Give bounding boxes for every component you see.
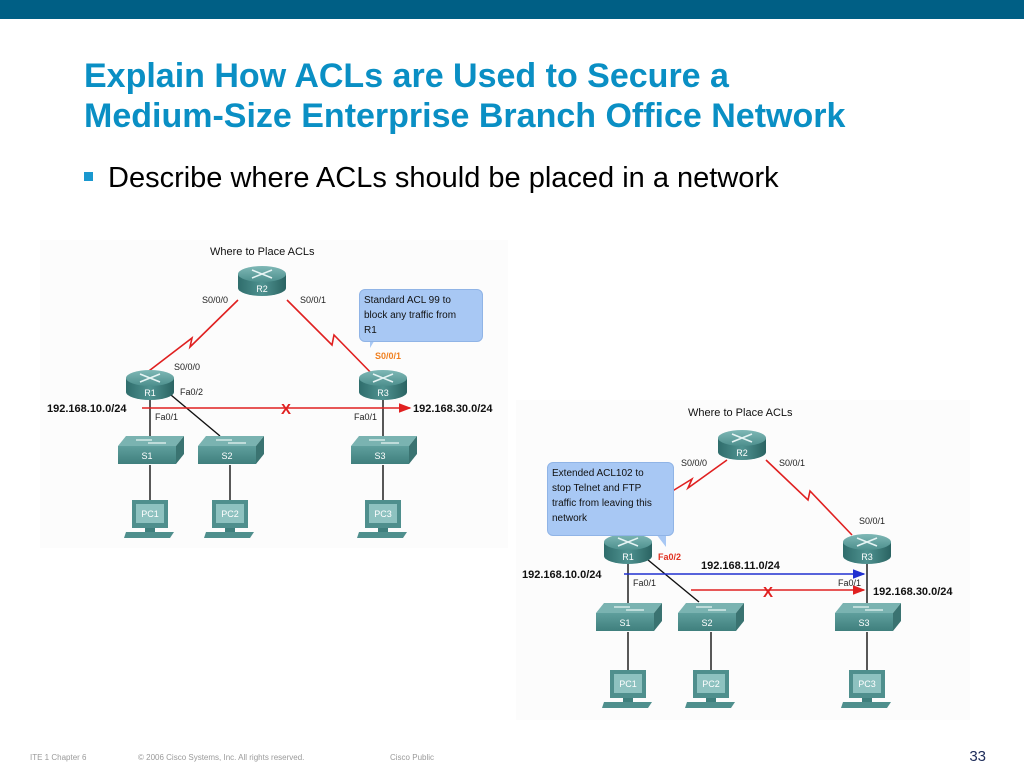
pc1-icon: PC1 — [124, 500, 174, 538]
port-label: S0/0/0 — [174, 362, 200, 372]
router-label: R3 — [861, 552, 873, 562]
footer-classification: Cisco Public — [390, 753, 435, 762]
top-banner — [0, 0, 1024, 19]
port-label: S0/0/0 — [202, 295, 228, 305]
diagram-standard-acl: Where to Place ACLs X R2 R1 — [40, 240, 508, 548]
router-label: R2 — [736, 448, 748, 458]
port-label: Fa0/2 — [180, 387, 203, 397]
router-r1-icon: R1 — [126, 370, 174, 400]
callout-extended-acl: Extended ACL102 to stop Telnet and FTP t… — [547, 462, 674, 536]
pc3-icon: PC3 — [841, 670, 891, 708]
bullet-text: Describe where ACLs should be placed in … — [108, 162, 779, 194]
switch-label: S2 — [221, 451, 232, 461]
serial-link-r2-r3 — [286, 299, 379, 381]
blocked-x-icon: X — [763, 584, 773, 601]
title-line-1: Explain How ACLs are Used to Secure a — [84, 57, 729, 95]
port-label: S0/0/1 — [300, 295, 326, 305]
footer-copyright: © 2006 Cisco Systems, Inc. All rights re… — [138, 753, 305, 762]
port-label: Fa0/1 — [354, 412, 377, 422]
switch-label: S1 — [141, 451, 152, 461]
network-label-allowed: 192.168.11.0/24 — [701, 560, 781, 572]
switch-s1-icon: S1 — [596, 603, 662, 631]
switch-s1-icon: S1 — [118, 436, 184, 464]
switch-s3-icon: S3 — [351, 436, 417, 464]
callout-line: Standard ACL 99 to — [364, 295, 451, 306]
serial-link-r1-r2 — [140, 299, 239, 378]
port-label: Fa0/1 — [838, 578, 861, 588]
title-line-2: Medium-Size Enterprise Branch Office Net… — [84, 97, 846, 135]
router-label: R2 — [256, 284, 268, 294]
diagram-title: Where to Place ACLs — [688, 407, 793, 419]
switch-s2-icon: S2 — [678, 603, 744, 631]
pc-label: PC3 — [858, 679, 876, 689]
callout-line: stop Telnet and FTP — [552, 483, 642, 494]
port-label: S0/0/1 — [859, 516, 885, 526]
pc-label: PC2 — [221, 509, 239, 519]
switch-label: S2 — [701, 618, 712, 628]
router-label: R3 — [377, 388, 389, 398]
router-r3-icon: R3 — [359, 370, 407, 400]
network-label-destination: 192.168.30.0/24 — [873, 586, 953, 598]
port-label: Fa0/1 — [155, 412, 178, 422]
router-r2-icon: R2 — [718, 430, 766, 460]
port-label-highlight: Fa0/2 — [658, 552, 681, 562]
callout-line: Extended ACL102 to — [552, 468, 644, 479]
pc-label: PC1 — [141, 509, 159, 519]
pc-label: PC2 — [702, 679, 720, 689]
network-label-source: 192.168.10.0/24 — [522, 569, 602, 581]
pc1-icon: PC1 — [602, 670, 652, 708]
pc2-icon: PC2 — [685, 670, 735, 708]
link-r1-s2 — [641, 554, 700, 603]
callout-standard-acl: Standard ACL 99 to block any traffic fro… — [359, 289, 483, 342]
switch-s3-icon: S3 — [835, 603, 901, 631]
link-r1-s2 — [164, 389, 221, 437]
network-diagram-1: Where to Place ACLs X R2 R1 — [47, 246, 493, 538]
page-number: 33 — [969, 748, 986, 765]
network-label-destination: 192.168.30.0/24 — [413, 403, 493, 415]
pc-label: PC3 — [374, 509, 392, 519]
port-label: Fa0/1 — [633, 578, 656, 588]
router-r1-icon: R1 — [604, 534, 652, 564]
footer-course: ITE 1 Chapter 6 — [30, 753, 87, 762]
port-label: S0/0/1 — [779, 458, 805, 468]
pc-label: PC1 — [619, 679, 637, 689]
serial-link-r2-r3 — [765, 459, 853, 536]
router-r2-icon: R2 — [238, 266, 286, 296]
diagram-title: Where to Place ACLs — [210, 246, 315, 258]
slide-title: Explain How ACLs are Used to Secure a Me… — [84, 56, 1014, 136]
router-label: R1 — [144, 388, 156, 398]
switch-s2-icon: S2 — [198, 436, 264, 464]
switch-label: S3 — [374, 451, 385, 461]
network-label-source: 192.168.10.0/24 — [47, 403, 127, 415]
router-label: R1 — [622, 552, 634, 562]
callout-line: block any traffic from — [364, 310, 457, 321]
square-bullet-icon — [84, 172, 93, 181]
network-diagram-2: Where to Place ACLs X R2 R1 — [522, 407, 953, 708]
port-label: S0/0/0 — [681, 458, 707, 468]
bullet-item: Describe where ACLs should be placed in … — [84, 162, 779, 195]
callout-tail — [656, 534, 666, 547]
switch-label: S1 — [619, 618, 630, 628]
switch-label: S3 — [858, 618, 869, 628]
callout-line: traffic from leaving this — [552, 498, 652, 509]
router-r3-icon: R3 — [843, 534, 891, 564]
pc3-icon: PC3 — [357, 500, 407, 538]
pc2-icon: PC2 — [204, 500, 254, 538]
callout-line: network — [552, 513, 588, 524]
blocked-x-icon: X — [281, 401, 291, 418]
callout-line: R1 — [364, 325, 377, 336]
port-label-highlight: S0/0/1 — [375, 351, 401, 361]
serial-link-r1-r2 — [665, 459, 728, 496]
diagram-extended-acl: Where to Place ACLs X R2 R1 — [516, 400, 970, 720]
